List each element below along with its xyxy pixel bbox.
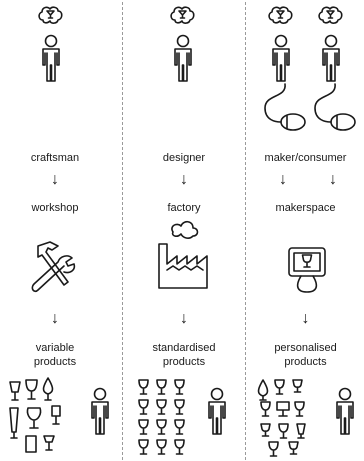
arrow-down-icon: ↓ bbox=[301, 310, 310, 327]
person-icon bbox=[42, 34, 60, 82]
column-divider-2 bbox=[245, 2, 246, 460]
arrow-down-icon: ↓ bbox=[279, 171, 287, 188]
thought-bubble-icon bbox=[268, 6, 293, 24]
output-label-line1: personalised bbox=[274, 342, 337, 354]
arrow-down-icon: ↓ bbox=[180, 171, 188, 188]
output-label-line1: standardised bbox=[152, 342, 216, 354]
column-maker-consumer: maker/consumer ↓ ↓ makerspace ↓ personal… bbox=[247, 0, 364, 461]
person-icon bbox=[174, 34, 192, 82]
person-icon bbox=[322, 34, 340, 82]
variable-glassware-icon bbox=[9, 377, 61, 453]
computer-mouse-icon bbox=[264, 83, 356, 131]
standardised-glassware-icon bbox=[138, 379, 185, 455]
person-icon bbox=[91, 387, 109, 435]
computer-icon bbox=[288, 247, 326, 293]
column-craftsman: craftsman ↓ workshop ↓ variable products bbox=[0, 0, 122, 461]
factory-icon bbox=[158, 220, 208, 289]
output-label-line2: products bbox=[33, 356, 77, 368]
person-icon bbox=[272, 34, 290, 82]
hammer-and-wrench-icon bbox=[31, 241, 76, 293]
place-label: workshop bbox=[31, 202, 79, 214]
thought-bubble-icon bbox=[170, 6, 195, 24]
output-label-line2: products bbox=[284, 356, 327, 368]
place-label: factory bbox=[167, 202, 201, 214]
person-icon bbox=[208, 387, 226, 435]
arrow-down-icon: ↓ bbox=[329, 171, 337, 188]
arrow-down-icon: ↓ bbox=[51, 310, 59, 327]
role-label: maker/consumer bbox=[264, 152, 347, 164]
person-icon bbox=[336, 387, 354, 435]
personalised-glassware-icon bbox=[257, 379, 306, 457]
column-designer: designer ↓ factory ↓ standardised produc… bbox=[123, 0, 245, 461]
role-label: designer bbox=[162, 152, 206, 164]
column-divider-1 bbox=[122, 2, 123, 460]
output-label-line1: variable bbox=[35, 342, 75, 354]
thought-bubble-icon bbox=[318, 6, 343, 24]
thought-bubble-icon bbox=[38, 6, 63, 24]
role-label: craftsman bbox=[30, 152, 80, 164]
arrow-down-icon: ↓ bbox=[51, 171, 59, 188]
arrow-down-icon: ↓ bbox=[180, 310, 188, 327]
place-label: makerspace bbox=[275, 202, 336, 214]
output-label-line2: products bbox=[162, 356, 206, 368]
